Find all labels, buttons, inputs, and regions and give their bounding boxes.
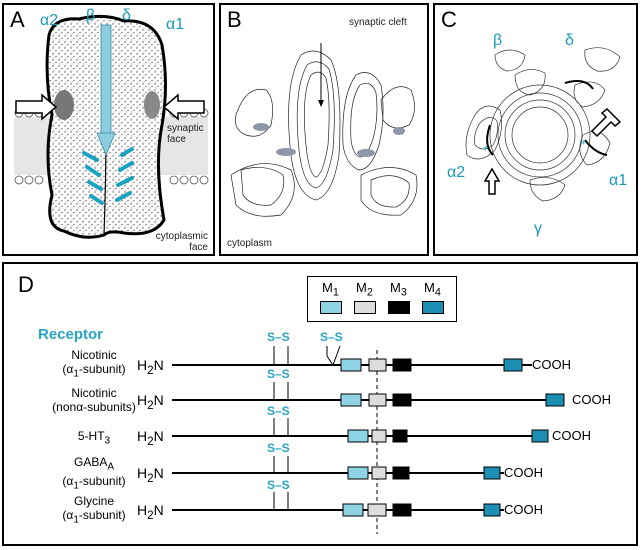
c-terminus-2: COOH (572, 392, 611, 407)
c-terminus-5: COOH (504, 502, 543, 517)
label-c-delta: δ (565, 32, 574, 49)
svg-text:*: * (483, 145, 488, 156)
legend-m4-label: M4 (424, 280, 441, 299)
svg-text:*: * (581, 139, 586, 150)
receptor-name-3: 5-HT3 (77, 429, 111, 447)
panel-c: C * * β δ α2 α1 γ (433, 3, 638, 256)
receptor-side-view-illustration (14, 14, 209, 239)
legend-m3-label: M3 (390, 280, 407, 299)
panel-a: A (2, 3, 215, 256)
cross-section-contour-map: * * (465, 47, 622, 202)
label-delta: δ (122, 7, 131, 24)
receptor-name-1: Nicotinic(α1-subunit) (62, 348, 126, 380)
receptor-name-4: GABAA(α1-subunit) (62, 455, 126, 492)
label-c-beta: β (493, 32, 503, 49)
panel-d: D M1 M2 M3 M4 Receptor Nicotinic(α1-subu… (2, 262, 638, 546)
disulfide-label-2: S–S (267, 367, 290, 381)
disulfide-label-4: S–S (267, 441, 290, 455)
left-arrow-icon (15, 93, 58, 121)
legend-m4-swatch (422, 301, 444, 314)
c-terminus-1: COOH (532, 357, 571, 372)
panel-a-letter: A (10, 7, 25, 32)
legend-m2-label: M2 (356, 280, 373, 299)
disulfide-label-1b: S–S (320, 330, 343, 344)
receptor-name-2: Nicotinic(nonα-subunits) (52, 386, 136, 414)
panel-d-letter: D (18, 272, 34, 297)
up-arrow-icon (483, 167, 501, 195)
legend-m1-label: M1 (322, 280, 339, 299)
cytoplasm-label: cytoplasm (227, 238, 273, 249)
receptor-topology-diagram (172, 345, 565, 534)
topology-row-5 (172, 492, 504, 517)
topology-row-3 (172, 418, 549, 443)
topology-row-1 (172, 345, 532, 372)
down-left-arrow-icon (590, 107, 622, 138)
m2-helices (82, 147, 134, 205)
transmembrane-legend: M1 M2 M3 M4 (307, 276, 457, 322)
legend-m3-swatch (388, 301, 410, 314)
disulfide-label-5: S–S (267, 478, 290, 492)
n-terminus-1: H2N (137, 357, 164, 377)
n-terminus-3: H2N (137, 428, 164, 448)
label-alpha1: α1 (166, 16, 185, 33)
n-terminus-5: H2N (137, 502, 164, 522)
c-terminus-4: COOH (504, 465, 543, 480)
density-contour-map (230, 43, 418, 217)
label-alpha2: α2 (40, 12, 59, 29)
label-c-gamma: γ (534, 220, 542, 237)
label-c-alpha1: α1 (609, 172, 628, 189)
topology-row-2 (172, 382, 565, 407)
panel-c-letter: C (441, 7, 457, 32)
panel-b: B synaptic cleft cytoplasm (219, 3, 429, 256)
disulfide-label-1a: S–S (267, 330, 290, 344)
n-terminus-2: H2N (137, 392, 164, 412)
receptor-title: Receptor (38, 326, 104, 343)
synaptic-cleft-label: synaptic cleft (349, 17, 407, 28)
n-terminus-4: H2N (137, 465, 164, 485)
legend-m1-swatch (320, 301, 342, 314)
label-beta: β (86, 7, 96, 24)
disulfide-label-3: S–S (267, 404, 290, 418)
topology-row-4 (172, 456, 504, 480)
receptor-name-5: Glycine(α1-subunit) (62, 494, 126, 526)
gray-density-regions (253, 123, 405, 157)
c-terminus-3: COOH (552, 428, 591, 443)
right-arrow-icon (162, 93, 205, 121)
legend-m2-swatch (354, 301, 376, 314)
label-c-alpha2: α2 (447, 164, 466, 181)
panel-b-letter: B (227, 7, 242, 32)
